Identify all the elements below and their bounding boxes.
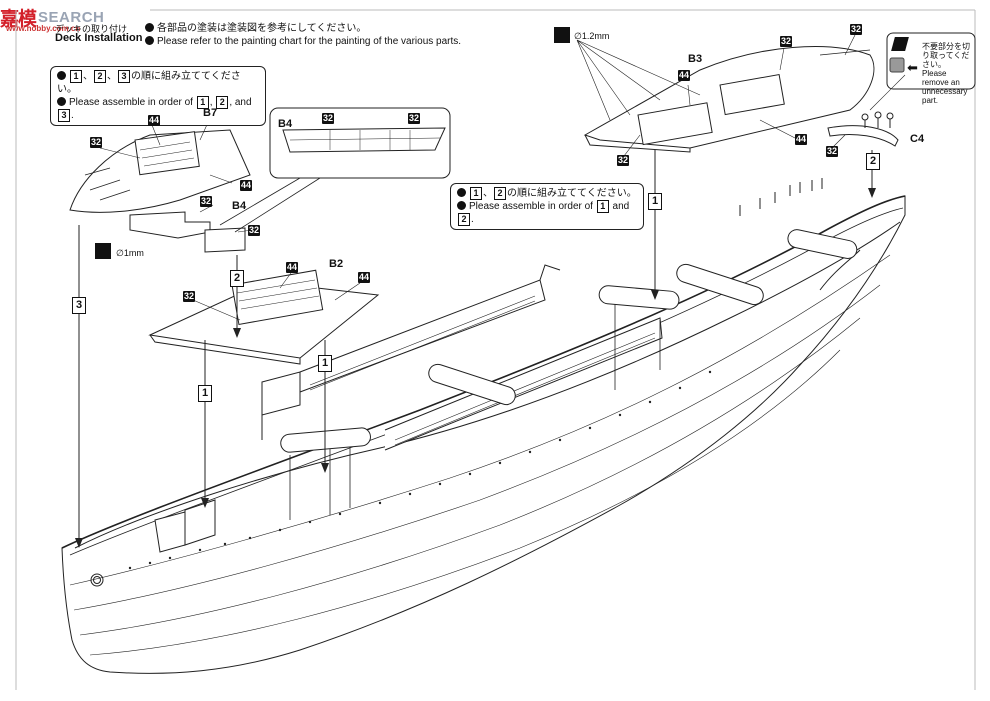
bullet-icon — [145, 36, 154, 45]
step-ref: 2 — [94, 70, 106, 83]
step-number-2: 2 — [230, 270, 244, 287]
cut-note-jp: 不要部分を切り取ってください。 — [922, 42, 970, 69]
bullet-icon — [57, 71, 66, 80]
part-b3-drawing — [583, 46, 875, 153]
step-number-3: 3 — [72, 297, 86, 314]
drill-diameter-1-2mm: ∅1.2mm — [574, 31, 610, 41]
part-number-badge: 44 — [148, 115, 161, 126]
part-label-b7: B7 — [203, 107, 218, 119]
watermark-logo: 嘉模 — [0, 7, 37, 30]
part-number-badge: 32 — [183, 291, 196, 302]
watermark-site: SEARCH — [38, 8, 105, 26]
part-number-badge: 44 — [795, 134, 808, 145]
step-number-1: 1 — [318, 355, 332, 372]
drill-diameter-1mm: ∅1mm — [116, 248, 144, 258]
part-label-b3: B3 — [688, 53, 703, 65]
section-title-jp: デッキの取り付け — [55, 24, 128, 34]
part-number-badge: 44 — [286, 262, 299, 273]
part-number-badge: 44 — [358, 272, 371, 283]
part-number-badge: 44 — [678, 70, 691, 81]
part-label-b2: B2 — [329, 258, 344, 270]
step-number-1: 1 — [198, 385, 212, 402]
part-label-b4-box: B4 — [278, 118, 293, 130]
part-number-badge: 32 — [617, 155, 630, 166]
part-number-badge: 32 — [850, 24, 863, 35]
part-number-badge: 32 — [322, 113, 335, 124]
part-number-badge: 44 — [240, 180, 253, 191]
part-b7-drawing — [69, 129, 251, 253]
bullet-icon — [457, 201, 466, 210]
part-label-c4: C4 — [910, 133, 925, 145]
note-text-jp: の順に組み立ててください。 — [507, 188, 637, 199]
paint-note: 各部品の塗装は塗装図を参考にしてください。 Please refer to th… — [145, 22, 461, 48]
part-number-badge: 32 — [780, 36, 793, 47]
part-b4-drawing — [219, 107, 451, 233]
cut-note: 不要部分を切り取ってください。 Please remove an unneces… — [922, 42, 974, 105]
note-text-jp: の順に組み立ててください。 — [57, 71, 241, 95]
ship-hull — [61, 178, 906, 674]
step-number-2: 2 — [866, 153, 880, 170]
bullet-icon — [145, 23, 154, 32]
note-text-en: Please assemble in order of — [469, 201, 593, 212]
drill-icon — [95, 243, 111, 259]
part-label-b4: B4 — [232, 200, 247, 212]
bullet-icon — [57, 97, 66, 106]
paint-note-en: Please refer to the painting chart for t… — [157, 36, 462, 47]
watermark: 嘉模 SEARCH www.hobby.com.cn — [0, 0, 104, 34]
part-number-badge: 32 — [826, 146, 839, 157]
step-ref: 3 — [118, 70, 130, 83]
drill-icon — [554, 27, 570, 43]
watermark-url: www.hobby.com.cn — [6, 24, 81, 33]
part-b2-drawing — [148, 269, 380, 365]
step-ref: 1 — [70, 70, 82, 83]
bullet-icon — [457, 188, 466, 197]
cut-note-en: Please remove an unnecessary part. — [922, 69, 968, 105]
note-text-en: Please assemble in order of — [69, 97, 193, 108]
section-title-en: Deck Installation — [55, 32, 143, 44]
part-number-badge: 32 — [408, 113, 421, 124]
paint-note-jp: 各部品の塗装は塗装図を参考にしてください。 — [157, 23, 367, 34]
step-number-1: 1 — [648, 193, 662, 210]
part-number-badge: 32 — [200, 196, 213, 207]
part-number-badge: 32 — [248, 225, 261, 236]
arrow-left-icon: ⬅ — [907, 60, 918, 75]
part-c4-drawing — [827, 111, 899, 147]
part-number-badge: 32 — [90, 137, 103, 148]
